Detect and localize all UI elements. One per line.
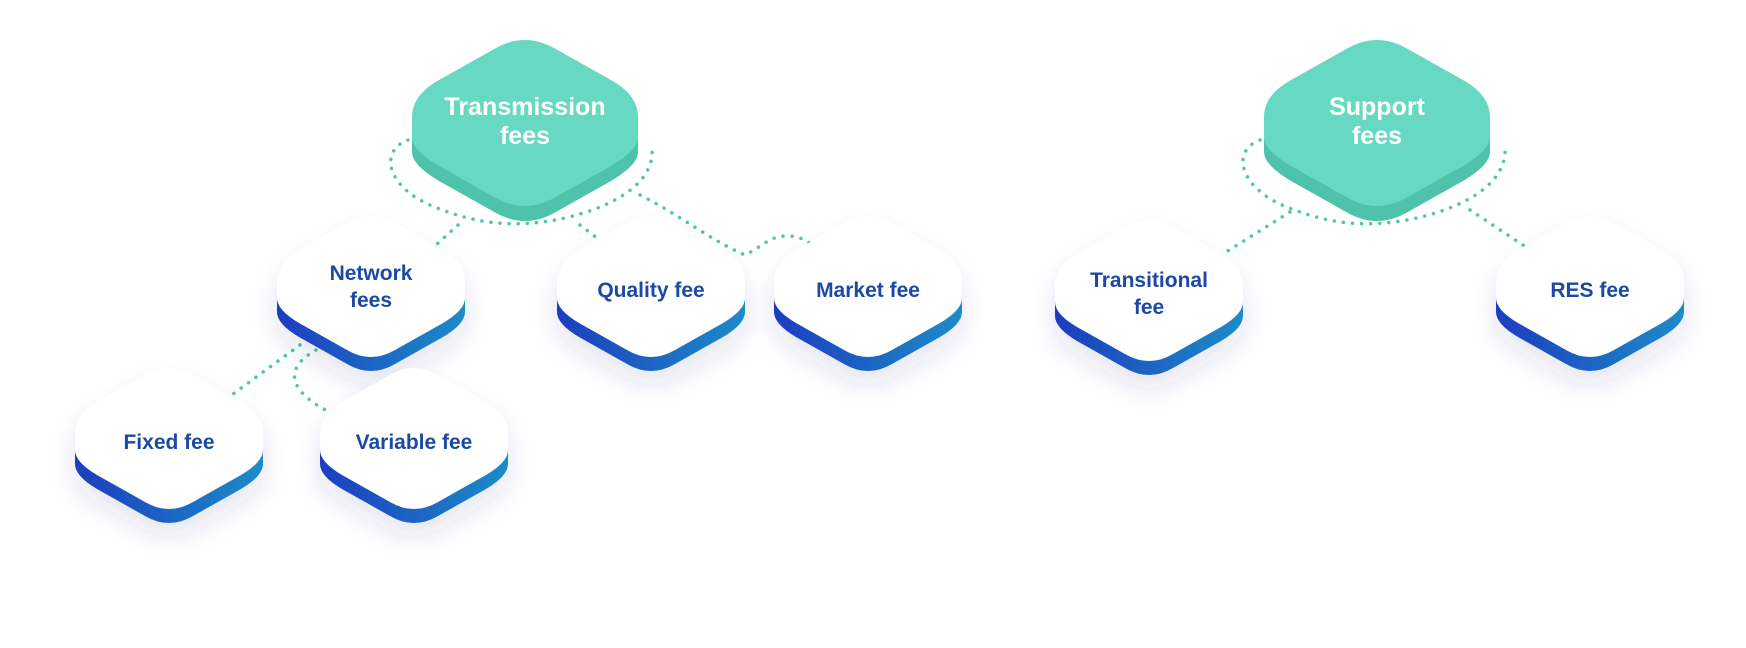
node-label-line-1: Network (330, 262, 413, 285)
node-top (412, 40, 638, 206)
node-top (1055, 220, 1243, 361)
node-top (774, 216, 962, 357)
node-label-line-1: Support (1329, 93, 1425, 121)
node-label: Variable fee (356, 431, 473, 454)
node-market-fee: Market fee (774, 216, 962, 371)
connector-network-fixed (216, 343, 302, 407)
node-label: RES fee (1550, 279, 1629, 302)
node-label-line-2: fees (500, 122, 550, 150)
node-top (75, 368, 263, 509)
node-label: Market fee (816, 279, 920, 302)
node-top (1264, 40, 1490, 206)
node-top (1496, 216, 1684, 357)
node-label-line-2: fees (350, 289, 392, 312)
node-top (277, 216, 465, 357)
node-top (557, 216, 745, 357)
node-label: Quality fee (597, 279, 704, 302)
node-label: Fixed fee (123, 431, 214, 454)
connector-transmission-market (638, 193, 822, 257)
connector-support-transitional (1208, 210, 1292, 264)
node-label-line-2: fees (1352, 122, 1402, 150)
node-support-fees: Support fees (1264, 40, 1490, 221)
node-fixed-fee: Fixed fee (75, 368, 263, 523)
connector-transmission-quality (578, 223, 612, 250)
node-res-fee: RES fee (1496, 216, 1684, 371)
node-label-line-1: Transmission (444, 93, 605, 121)
node-quality-fee: Quality fee (557, 216, 745, 371)
node-transitional-fee: Transitional fee (1055, 220, 1243, 375)
node-network-fees: Network fees (277, 216, 465, 371)
connector-support-loop (1241, 138, 1507, 226)
connector-network-variable (292, 348, 342, 419)
node-top (320, 368, 508, 509)
node-variable-fee: Variable fee (320, 368, 508, 523)
nodes: Transmission fees Support fees Network f… (75, 40, 1684, 523)
node-label-line-1: Transitional (1090, 269, 1208, 292)
node-label-line-2: fee (1134, 296, 1164, 319)
node-transmission-fees: Transmission fees (412, 40, 638, 221)
